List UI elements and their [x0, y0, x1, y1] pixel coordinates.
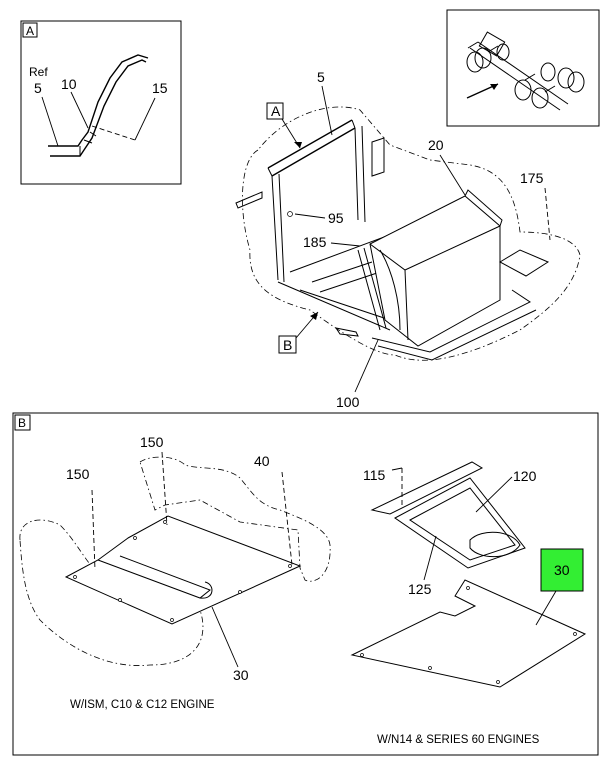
- callout-30-right[interactable]: 30: [554, 562, 570, 578]
- callout-185: 185: [303, 234, 327, 250]
- detail-a-panel: A Ref 5 10 15: [20, 20, 182, 185]
- callout-95: 95: [328, 210, 344, 226]
- callout-40: 40: [254, 453, 270, 469]
- left-config: 150 150 40 30 W/ISM, C10 & C12 ENGINE: [19, 434, 331, 711]
- callout-5-main: 5: [317, 69, 325, 85]
- callout-175: 175: [520, 170, 544, 186]
- detail-b-tag: B: [18, 416, 26, 430]
- caption-right: W/N14 & SERIES 60 ENGINES: [377, 734, 540, 746]
- callout-5-detail-a: 5: [34, 80, 42, 96]
- callout-30-highlight[interactable]: [540, 548, 584, 592]
- callout-125: 125: [408, 581, 432, 597]
- callout-120: 120: [513, 468, 537, 484]
- caption-left: W/ISM, C10 & C12 ENGINE: [70, 699, 215, 711]
- callout-150-top: 150: [140, 434, 164, 450]
- ref-label: Ref: [29, 65, 48, 79]
- truck-chassis-inset: [446, 9, 600, 127]
- right-config: 115 120 125 30 W/N14 & SERIES 60 ENGINES: [350, 461, 587, 746]
- detail-a-tag-main: A: [271, 103, 281, 119]
- callout-10-detail-a: 10: [61, 76, 77, 92]
- callout-100: 100: [336, 394, 360, 410]
- callout-15-detail-a: 15: [152, 80, 168, 96]
- detail-a-tag: A: [26, 24, 34, 38]
- callout-150-left: 150: [66, 466, 90, 482]
- callout-30-left: 30: [233, 667, 249, 683]
- detail-b-tag-main: B: [283, 337, 292, 353]
- detail-b-panel: B 150 150 40 30 W/ISM, C10 & C12 ENGINE: [12, 412, 599, 756]
- callout-20: 20: [428, 137, 444, 153]
- callout-115: 115: [363, 467, 386, 483]
- main-assembly: A B 5 20 175 95 185 100: [235, 69, 581, 410]
